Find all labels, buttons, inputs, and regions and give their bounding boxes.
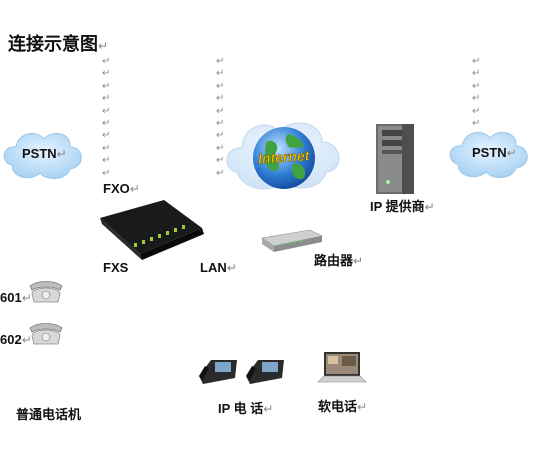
diagram-title: 连接示意图↵	[8, 34, 109, 54]
pstn-cloud-left	[3, 132, 82, 179]
analog-phone-602-icon	[29, 323, 63, 345]
extension-602-label: 602↵	[0, 332, 32, 347]
lan-label: LAN↵	[200, 260, 237, 275]
router-label: 路由器↵	[314, 253, 364, 268]
analog-phone-601-icon	[29, 281, 63, 303]
router-icon	[261, 229, 323, 252]
internet-globe-icon	[226, 122, 340, 190]
pstn-label-left: PSTN↵	[22, 146, 67, 161]
pstn-cloud-right	[449, 131, 528, 178]
return-column-left: ↵↵↵ ↵↵↵ ↵↵↵ ↵	[102, 56, 111, 179]
ip-phone-2-icon	[246, 360, 284, 384]
pstn-label-right: PSTN↵	[472, 145, 517, 160]
laptop-softphone-icon	[317, 352, 367, 383]
ip-phone-label: IP 电 话↵	[218, 401, 274, 416]
gateway-device-icon	[100, 200, 204, 260]
fxs-label: FXS	[103, 260, 129, 275]
ip-phone-1-icon	[199, 360, 237, 384]
ip-provider-label: IP 提供商↵	[370, 199, 435, 214]
extension-601-label: 601↵	[0, 290, 32, 305]
return-column-middle: ↵↵↵ ↵↵↵ ↵↵↵ ↵	[216, 56, 225, 179]
softphone-label: 软电话↵	[318, 399, 368, 414]
return-column-right: ↵↵↵ ↵↵↵	[472, 56, 481, 129]
fxo-label: FXO↵	[103, 181, 140, 196]
server-icon	[376, 124, 414, 194]
analog-phone-label: 普通电话机	[16, 407, 82, 422]
